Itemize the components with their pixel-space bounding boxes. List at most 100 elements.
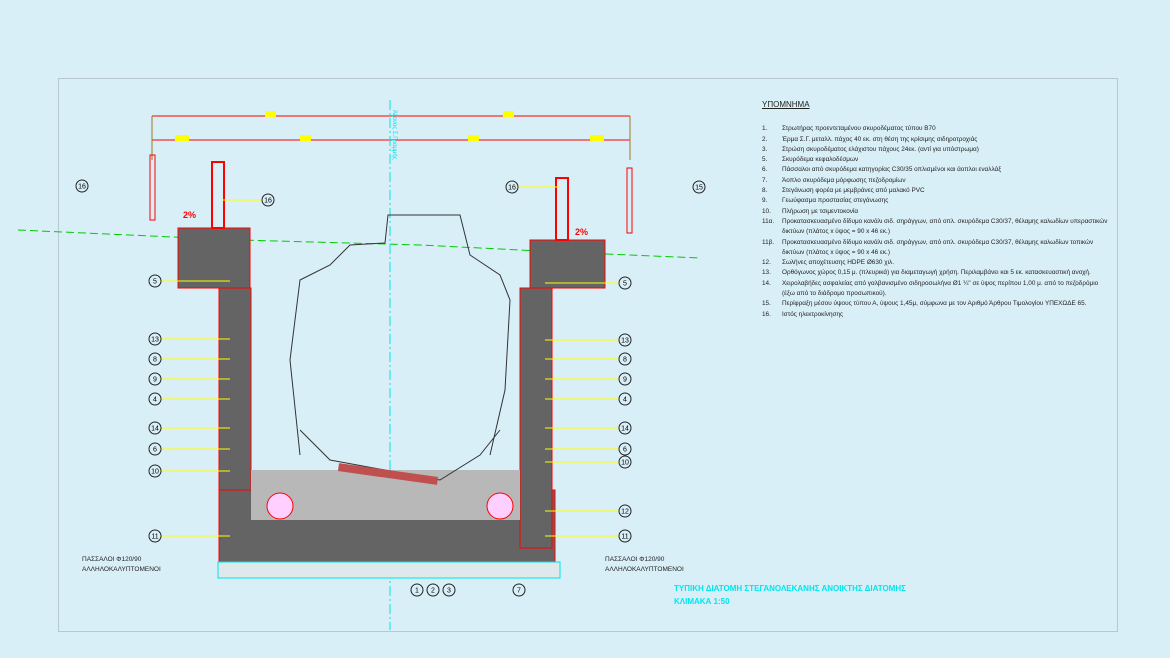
- callout-number: 4: [153, 397, 157, 404]
- callout-number: 11: [621, 534, 628, 541]
- piles-left-label-1: ΠΑΣΣΑΛΟΙ Φ120/90: [82, 556, 142, 563]
- callout-circle: [618, 372, 632, 386]
- callout-circle: [618, 442, 632, 456]
- legend-item-text: Στρωτήρας προεντεταμένου σκυροδέματος τύ…: [782, 125, 936, 133]
- callout-circle: [148, 464, 162, 478]
- legend-title: ΥΠΟΜΝΗΜΑ: [762, 100, 810, 109]
- callout-circle: [148, 442, 162, 456]
- legend-item-text: Σκυρόδεμα κεφαλοδέσμων: [782, 156, 859, 164]
- callout-circle: [426, 583, 440, 597]
- callout-number: 11: [151, 534, 158, 541]
- legend-item-text: Προκατασκευασμένο δίδυμο κανάλι σιδ. σηρ…: [782, 238, 1094, 256]
- legend-item-number: 16.: [762, 310, 771, 318]
- callout-circle: [75, 179, 89, 193]
- legend-item-number: 2.: [762, 135, 768, 143]
- callout-number: 6: [153, 447, 157, 454]
- legend-item-text: Προκατασκευασμένο δίδυμο κανάλι σιδ. σηρ…: [782, 217, 1108, 236]
- legend-item-number: 1.: [762, 125, 768, 133]
- callout-circle: [618, 455, 632, 469]
- callout-circle: [618, 421, 632, 435]
- callout-circle: [512, 583, 526, 597]
- legend-item-text: Πλήρωση με τσιμεντοκονία: [782, 207, 859, 215]
- top-dimensions: [151, 115, 631, 160]
- callout-circle: [618, 276, 632, 290]
- legend-item: 14. Χειρολαβήδες ασφαλείας από γαλβανισμέ…: [762, 279, 1112, 300]
- callout-number: 16: [264, 198, 272, 205]
- legend-item: 2. Έρμα Σ.Γ. μεταλλ. πάχος 40 εκ. στη θέσ…: [762, 135, 1112, 145]
- callout-number: 14: [151, 426, 159, 433]
- legend-item-text: Γεωύφασμα προστασίας στεγάνωσης: [782, 197, 889, 205]
- legend-item-number: 3.: [762, 145, 768, 153]
- callout-number: 1: [415, 588, 419, 595]
- legend-item-number: 9.: [762, 197, 768, 205]
- piles-right-label-2: ΑΛΛΗΛΟΚΑΛΥΠΤΟΜΕΝΟΙ: [605, 566, 684, 573]
- railing-right: [626, 167, 633, 234]
- drawing-scale: ΚΛΙΜΑΚΑ 1:50: [674, 597, 730, 606]
- callout-circle: [410, 583, 424, 597]
- railing-left: [149, 154, 156, 221]
- callout-number: 10: [151, 469, 159, 476]
- callout-number: 15: [695, 185, 703, 192]
- legend-item-number: 5.: [762, 156, 768, 164]
- callout-number: 12: [621, 509, 629, 516]
- callout-number: 8: [153, 357, 157, 364]
- inner-ballast: [251, 470, 520, 520]
- legend-item-text: Στρώση σκυροδέματος ελάχιστου πάχους 24ε…: [782, 145, 979, 153]
- legend-item: 3. Στρώση σκυροδέματος ελάχιστου πάχους 2…: [762, 145, 1112, 155]
- base-hatched-layer: [217, 561, 561, 579]
- callout-circle: [148, 421, 162, 435]
- callout-circle: [442, 583, 456, 597]
- callout-circle: [692, 180, 706, 194]
- callout-circle: [618, 504, 632, 518]
- legend-item: 10.Πλήρωση με τσιμεντοκονία: [762, 207, 1112, 217]
- legend-item-number: 11β.: [762, 238, 775, 246]
- callout-number: 9: [153, 377, 157, 384]
- callout-circle: [261, 193, 275, 207]
- sleeper: [337, 463, 439, 485]
- callout-circle: [148, 529, 162, 543]
- mast-right: [555, 177, 569, 241]
- callout-circle: [618, 333, 632, 347]
- callout-number: 10: [621, 460, 629, 467]
- callout-circle: [148, 392, 162, 406]
- legend-item-text: Σωλήνες αποχέτευσης HDPE Ø630 χιλ.: [782, 259, 894, 267]
- legend-item-text: Χειρολαβήδες ασφαλείας από γαλβανισμένο …: [782, 279, 1099, 298]
- callout-number: 4: [623, 397, 627, 404]
- callout-circle: [618, 529, 632, 543]
- legend-item-text: Έρμα Σ.Γ. μεταλλ. πάχος 40 εκ. στη θέση …: [782, 135, 978, 143]
- callout-circle: [148, 332, 162, 346]
- legend-item-text: Πάσσαλοι από σκυρόδεμα κατηγορίας C30/35…: [782, 166, 1002, 174]
- legend-item: 5. Σκυρόδεμα κεφαλοδέσμων: [762, 155, 1112, 165]
- train-wheelset: [299, 429, 501, 481]
- callout-number: 16: [78, 184, 86, 191]
- legend-item: 1. Στρωτήρας προεντεταμένου σκυροδέματος …: [762, 124, 1112, 134]
- callout-number: 3: [447, 588, 451, 595]
- callout-circle: [148, 352, 162, 366]
- callout-number: 5: [153, 279, 157, 286]
- legend-item-number: 6.: [762, 166, 768, 174]
- legend-item-number: 8.: [762, 187, 768, 195]
- legend-item-number: 14.: [762, 279, 771, 287]
- legend-item-number: 15.: [762, 300, 771, 308]
- legend-item-text: Στεγάνωση φορέα με μεμβράνες από μαλακό …: [782, 187, 925, 195]
- legend-item: 6. Πάσσαλοι από σκυρόδεμα κατηγορίας C30/…: [762, 165, 1112, 175]
- concrete-section: [177, 227, 606, 563]
- legend-item: 13.Ορθόγωνος χώρος 0,15 μ. (πλευρικά) γι…: [762, 268, 1112, 278]
- callout-number: 6: [623, 447, 627, 454]
- callout-number: 8: [623, 357, 627, 364]
- legend-item-text: Περίφραξη μέσου ύψους τύπου Α, ύψους 1,4…: [782, 300, 1087, 308]
- callout-number: 13: [621, 338, 629, 345]
- dimension-labels: [175, 111, 604, 141]
- callout-circle: [618, 392, 632, 406]
- piles-right-label-1: ΠΑΣΣΑΛΟΙ Φ120/90: [605, 556, 665, 563]
- legend-item-text: Άοπλο σκυρόδεμα μόρφωσης πεζοδρομίων: [782, 176, 906, 184]
- callout-circle: [148, 372, 162, 386]
- legend-item-text: Ορθόγωνος χώρος 0,15 μ. (πλευρικά) για δ…: [782, 269, 1091, 277]
- legend-item: 15. Περίφραξη μέσου ύψους τύπου Α, ύψους …: [762, 299, 1112, 309]
- callout-number: 14: [621, 426, 629, 433]
- axis-label: Άξονας Σ.Γραμμής: [391, 110, 398, 160]
- callout-number: 16: [508, 185, 516, 192]
- callout-number: 9: [623, 377, 627, 384]
- callout-circle: [148, 274, 162, 288]
